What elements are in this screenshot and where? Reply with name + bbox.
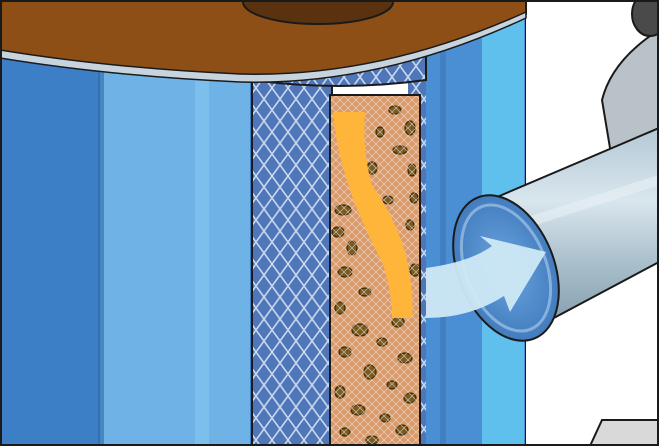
housing-left-wall [0,45,252,446]
